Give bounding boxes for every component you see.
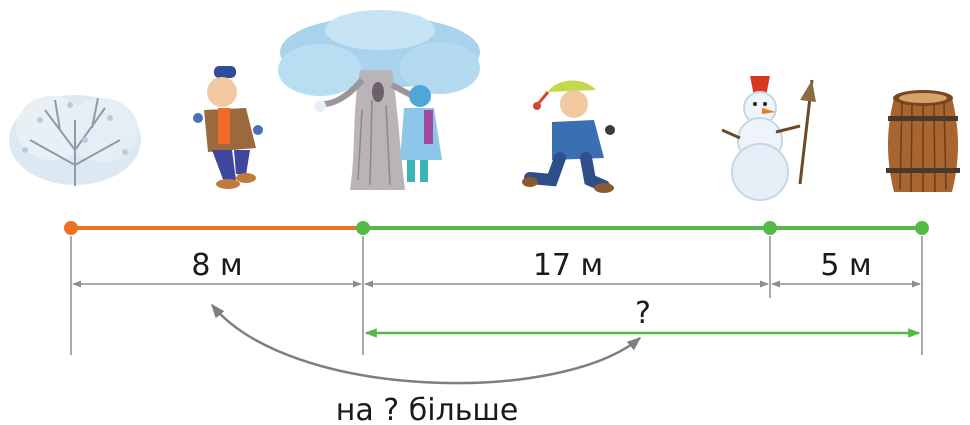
point-barrel <box>915 221 929 235</box>
label-comparison-question: на ? більше <box>336 393 519 425</box>
comparison-curve-arrow <box>212 305 640 383</box>
point-start <box>64 221 78 235</box>
snowy-tree-illustration <box>278 10 480 190</box>
label-second-distance: 17 м <box>533 248 603 283</box>
point-tree <box>356 221 370 235</box>
barrel-illustration <box>886 90 960 192</box>
boy-in-blue-jacket-illustration <box>522 80 615 193</box>
boy-in-brown-coat-illustration <box>193 66 263 189</box>
snowman-illustration <box>722 76 816 200</box>
point-snowman <box>763 221 777 235</box>
label-first-distance: 8 м <box>191 248 242 283</box>
label-third-distance: 5 м <box>820 248 871 283</box>
label-total-question: ? <box>635 296 651 331</box>
frosted-bush-illustration <box>9 95 141 186</box>
